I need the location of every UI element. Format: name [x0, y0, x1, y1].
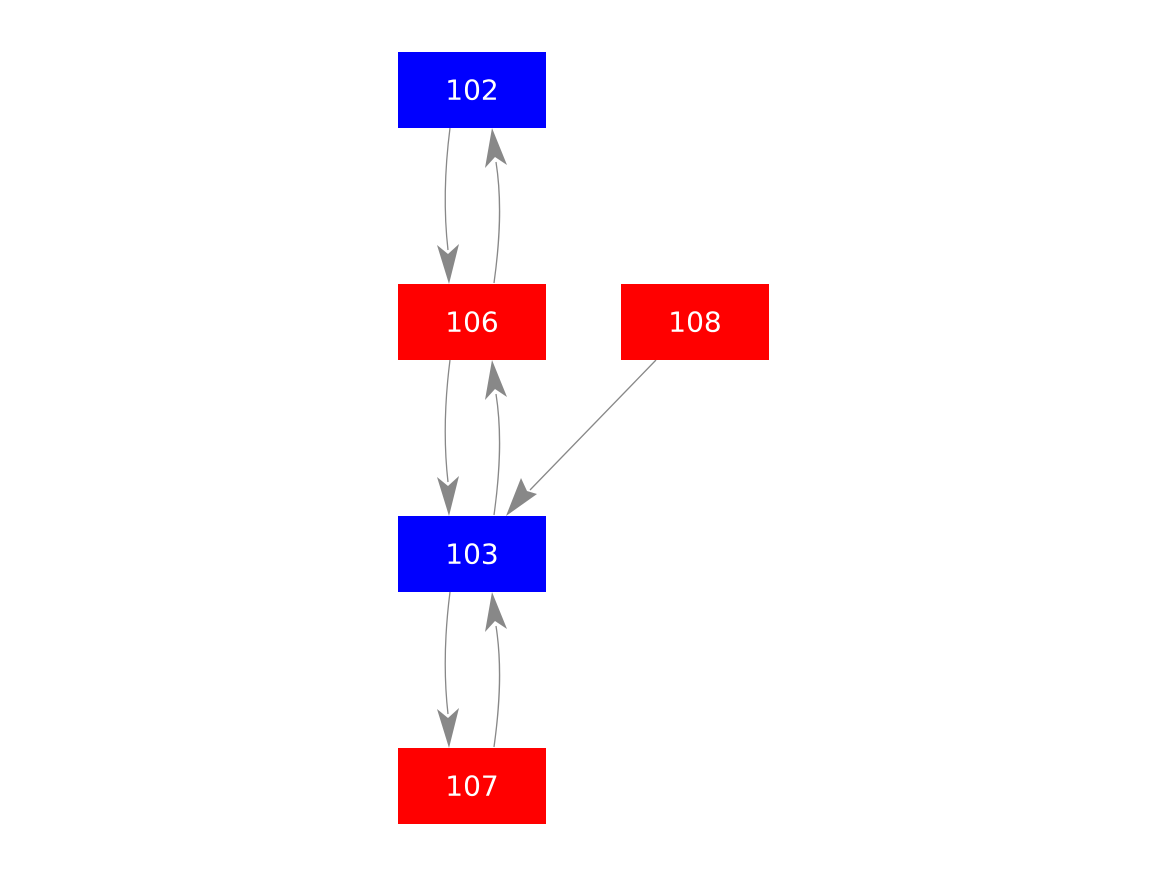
node-box[interactable]: [398, 748, 546, 824]
arrowhead-icon: [485, 592, 507, 632]
edge-106-to-102: [485, 128, 507, 284]
node-label: 106: [445, 306, 498, 339]
arrowhead-icon: [437, 476, 459, 516]
edge-line: [493, 625, 501, 748]
node-108[interactable]: 108: [621, 284, 769, 360]
edge-108-to-103: [506, 359, 657, 516]
node-103[interactable]: 103: [398, 516, 546, 592]
node-label: 103: [445, 538, 498, 571]
edge-line: [444, 127, 451, 251]
edge-line: [444, 359, 451, 483]
edge-line: [493, 393, 501, 516]
node-box[interactable]: [398, 52, 546, 128]
node-box[interactable]: [398, 516, 546, 592]
edge-line: [493, 161, 501, 284]
node-102[interactable]: 102: [398, 52, 546, 128]
edge-103-to-107: [437, 591, 459, 748]
edge-106-to-103: [437, 359, 459, 516]
nodes-layer: 102 106 108 103 107: [398, 52, 769, 824]
arrowhead-icon: [485, 360, 507, 400]
arrowhead-icon: [506, 478, 537, 516]
arrowhead-icon: [485, 128, 507, 168]
arrowhead-icon: [437, 244, 459, 284]
node-107[interactable]: 107: [398, 748, 546, 824]
edge-103-to-106: [485, 360, 507, 516]
node-box[interactable]: [621, 284, 769, 360]
arrowhead-icon: [437, 708, 459, 748]
node-106[interactable]: 106: [398, 284, 546, 360]
edges-layer: [437, 127, 657, 748]
node-label: 108: [668, 306, 721, 339]
edge-102-to-106: [437, 127, 459, 284]
node-label: 102: [445, 74, 498, 107]
edge-line: [444, 591, 451, 715]
node-box[interactable]: [398, 284, 546, 360]
edge-107-to-103: [485, 592, 507, 748]
node-label: 107: [445, 770, 498, 803]
edge-line: [529, 359, 657, 491]
